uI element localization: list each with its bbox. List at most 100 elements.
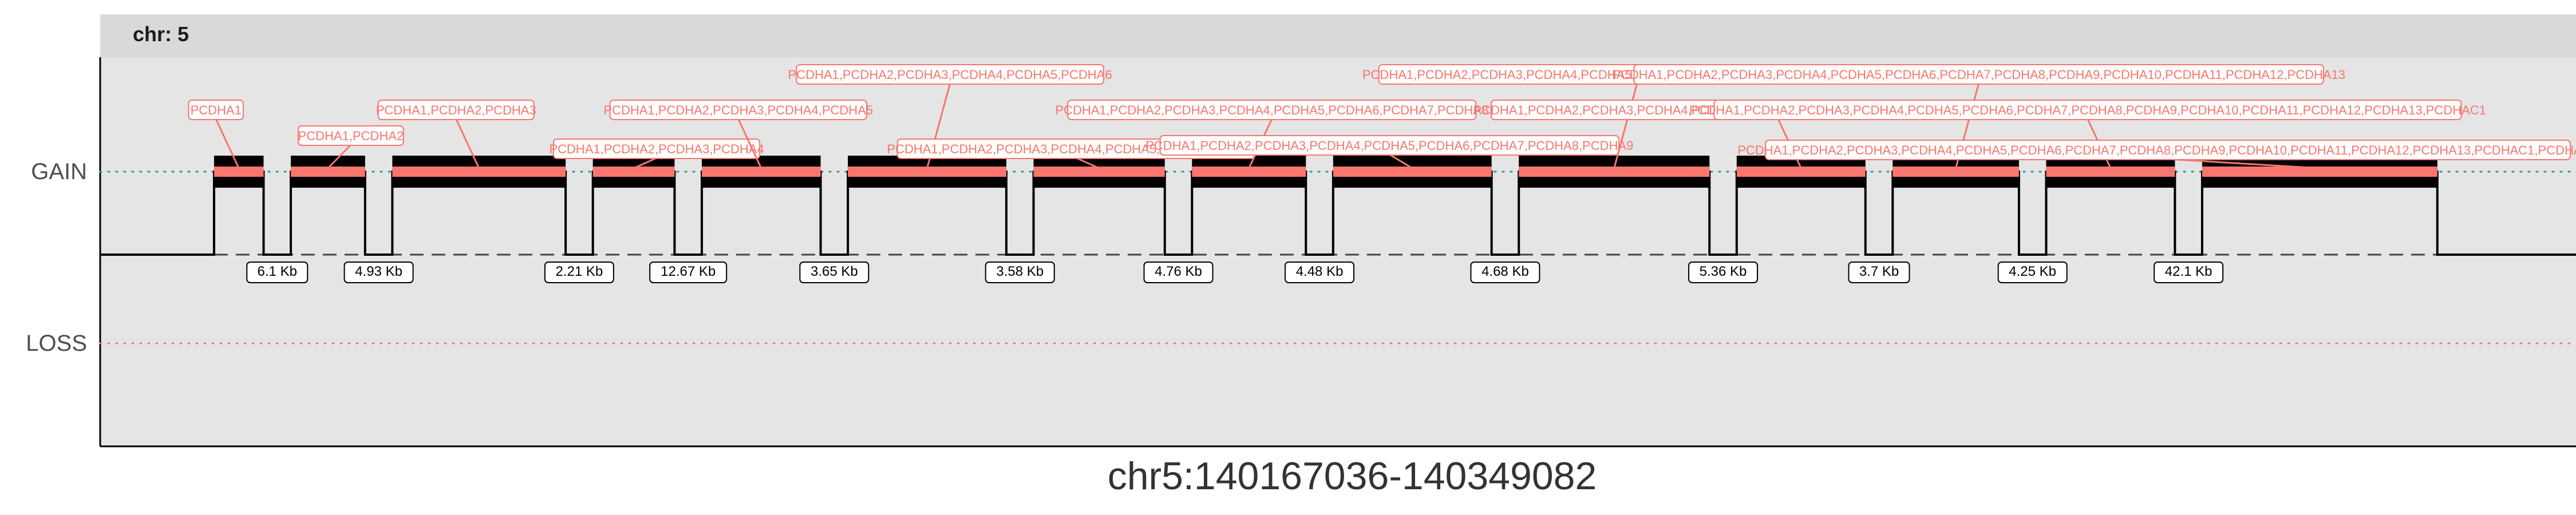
gene-label-leader (633, 157, 657, 169)
gap-label-box (544, 262, 614, 283)
gap-label-text: 3.7 Kb (1859, 264, 1899, 279)
gap-label: 5.36 Kb (1688, 262, 1759, 283)
gene-label-leader (455, 118, 480, 169)
gene-label-leader (215, 118, 240, 169)
gap-label-text: 4.68 Kb (1481, 264, 1529, 279)
segment-bar (214, 167, 264, 177)
gap-label-text: 4.25 Kb (2009, 264, 2056, 279)
segment-bar (1736, 167, 1866, 177)
gap-label: 2.21 Kb (544, 262, 614, 283)
gene-label-leader (1076, 157, 1100, 169)
gap-label-box (799, 262, 870, 283)
gap-label-text: 4.48 Kb (1296, 264, 1344, 279)
segment-gene-label: PCDHA1,PCDHA2,PCDHA3,PCDHA4 (549, 138, 764, 169)
gap-label-text: 4.76 Kb (1155, 264, 1202, 279)
gap-label: 4.25 Kb (1997, 262, 2068, 283)
plot-panel (100, 57, 2576, 446)
segment-gene-label: PCDHA1,PCDHA2,PCDHA3,PCDHA4,PCDHA5,PCDHA… (788, 64, 1112, 169)
gap-label-box (246, 262, 309, 283)
segment-bar (1519, 167, 1710, 177)
segment-bar (701, 167, 821, 177)
gene-label-text: PCDHA1,PCDHA2,PCDHA3,PCDHA4,PCDHA5,PCDHA… (1055, 103, 1488, 117)
gap-label-box (2154, 262, 2224, 283)
gene-label-box (298, 125, 404, 146)
segment-gene-label: PCDHA1,PCDHA2 (298, 125, 404, 169)
segment (1333, 156, 1492, 188)
gap-label-box (985, 262, 1055, 283)
segment-gene-label: PCDHA1,PCDHA2,PCDHA3,PCDHA4,PCDHA5,PCDHA… (1055, 100, 1488, 169)
facet-strip-bg (100, 14, 2576, 57)
gene-label-box (1067, 100, 1477, 120)
segment-bar (1333, 167, 1492, 177)
segment-labels-layer: PCDHA1PCDHA1,PCDHA2PCDHA1,PCDHA2,PCDHA3P… (188, 64, 2576, 169)
gap-label-box (1470, 262, 1540, 283)
gene-label-text: PCDHA1,PCDHA2,PCDHA3,PCDHA4,PCDHA5,PCDHA… (1737, 143, 2576, 157)
gap-label-text: 3.65 Kb (811, 264, 858, 279)
gap-label-text: 5.36 Kb (1700, 264, 1747, 279)
gap-label: 4.68 Kb (1470, 262, 1540, 283)
gene-label-text: PCDHA1,PCDHA2,PCDHA3 (376, 103, 536, 117)
segment-gene-label: PCDHA1,PCDHA2,PCDHA3,PCDHA4,PCDHA5,PCDHA… (1689, 100, 2486, 169)
gap-label: 3.58 Kb (985, 262, 1055, 283)
segment-bar (1033, 167, 1165, 177)
segment (848, 156, 1006, 188)
gene-label-box (188, 100, 244, 120)
segment (392, 156, 566, 188)
gene-label-text: PCDHA1,PCDHA2,PCDHA3,PCDHA4,PCDHA5,PCDHA… (1689, 103, 2486, 117)
segment (1192, 156, 1306, 188)
gap-label: 4.48 Kb (1285, 262, 1355, 283)
segment-bar (848, 167, 1006, 177)
gap-label-box (1848, 262, 1910, 283)
segment-bar (592, 167, 675, 177)
gene-label-box (1713, 100, 2462, 120)
segment-bar (291, 167, 365, 177)
gap-label: 12.67 Kb (649, 262, 728, 283)
gap-label-text: 42.1 Kb (2165, 264, 2212, 279)
gap-label-box (1285, 262, 1355, 283)
segment (1893, 156, 2019, 188)
gap-label: 3.65 Kb (799, 262, 870, 283)
segment (2046, 156, 2175, 188)
facet-strip: chr: 5 (100, 14, 2576, 57)
gap-labels-layer: 6.1 Kb 4.93 Kb 2.21 Kb 12.67 Kb 3.65 Kb 3.58 … (246, 262, 2224, 283)
gap-label-box (1997, 262, 2068, 283)
gene-label-text: PCDHA1,PCDHA2,PCDHA3,PCDHA4 (549, 142, 764, 156)
segment-gene-label: PCDHA1,PCDHA2,PCDHA3 (376, 100, 536, 169)
gene-label-text: PCDHA1,PCDHA2,PCDHA3,PCDHA4,PCDHA5,PCDHA… (1612, 68, 2345, 82)
gap-label-box (649, 262, 728, 283)
gap-label-box (1688, 262, 1759, 283)
segment (1736, 156, 1866, 188)
copy-number-step-line (100, 171, 2576, 256)
gene-label-leader (1389, 153, 1413, 169)
gap-label: 4.76 Kb (1143, 262, 1214, 283)
segment-gene-label: PCDHA1 (188, 100, 244, 169)
gap-label-text: 2.21 Kb (556, 264, 603, 279)
gap-label: 42.1 Kb (2154, 262, 2224, 283)
segment-gene-label: PCDHA1,PCDHA2,PCDHA3,PCDHA4,PCDHA5 (603, 100, 873, 169)
segment-bar (392, 167, 566, 177)
segment (214, 156, 264, 188)
gap-label-text: 6.1 Kb (258, 264, 297, 279)
segment-bar (2202, 167, 2437, 177)
gene-label-box (377, 100, 535, 120)
segment (701, 156, 821, 188)
segment (1033, 156, 1165, 188)
segment-gene-label: PCDHA1,PCDHA2,PCDHA3,PCDHA4,PCDHA5,PCDHA… (1612, 64, 2345, 169)
gap-label-box (343, 262, 414, 283)
gap-label: 6.1 Kb (246, 262, 309, 283)
gene-label-box (609, 100, 867, 120)
segment (291, 156, 365, 188)
gene-label-text: PCDHA1 (191, 103, 242, 117)
gene-label-box (552, 138, 761, 159)
segment-gene-label: PCDHA1,PCDHA2,PCDHA3,PCDHA4,PCDHA5,PCDHA… (1737, 140, 2576, 169)
gene-label-leader (2167, 158, 2320, 169)
gap-label: 4.93 Kb (343, 262, 414, 283)
segment-bar (1893, 167, 2019, 177)
gene-label-box (1159, 135, 1619, 156)
gene-label-box (796, 64, 1104, 85)
gap-label-box (1143, 262, 1214, 283)
facet-label: chr: 5 (133, 22, 189, 46)
segment (2202, 156, 2437, 188)
gap-label-text: 3.58 Kb (996, 264, 1044, 279)
